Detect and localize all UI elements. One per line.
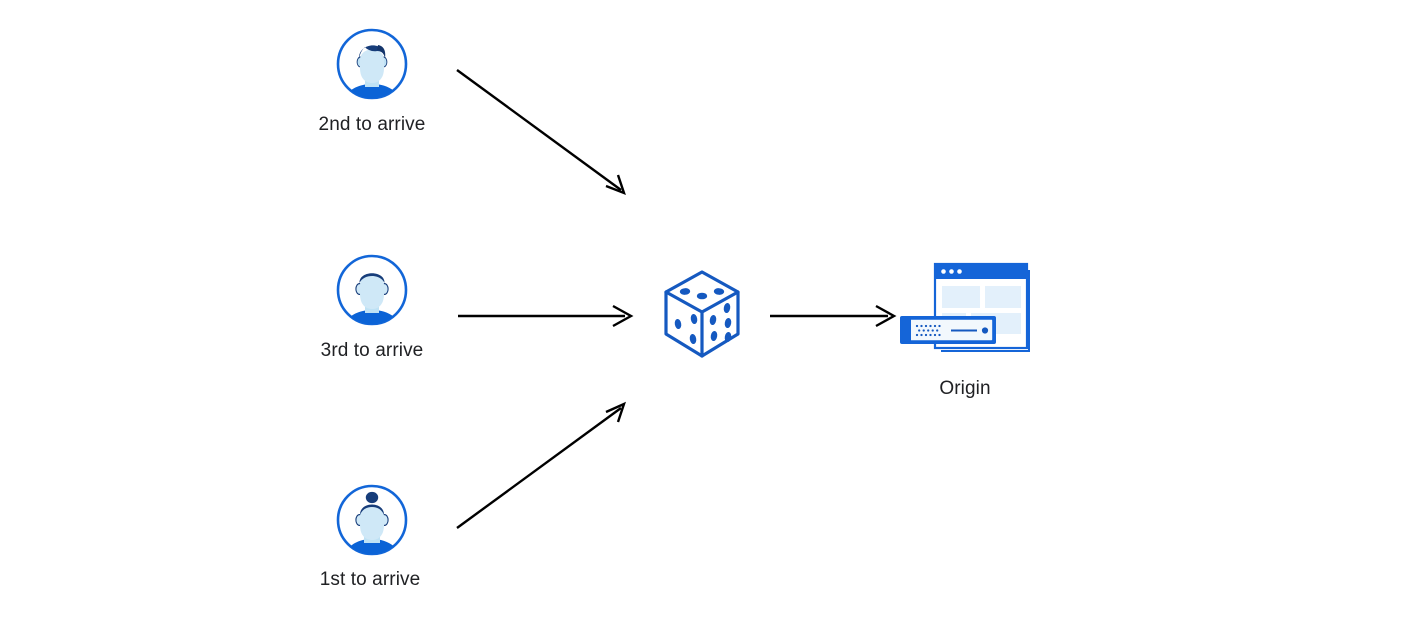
- server-led-grid: [915, 324, 941, 337]
- node-label-client-3rd: 3rd to arrive: [320, 340, 424, 361]
- node-label-origin: Origin: [939, 378, 991, 399]
- dice-right-pips: [709, 302, 732, 343]
- node-label-client-2nd: 2nd to arrive: [318, 114, 426, 135]
- edge-dice-to-origin: [770, 304, 897, 328]
- server-appliance: [900, 316, 996, 344]
- user-avatar-icon: [334, 482, 410, 558]
- window-dots: [941, 269, 962, 274]
- node-label-client-1st: 1st to arrive: [319, 569, 421, 590]
- dice-icon: [658, 266, 746, 362]
- user-avatar-icon: [334, 252, 410, 328]
- edge-3rd-to-dice: [458, 304, 634, 328]
- edge-1st-to-dice: [456, 401, 626, 529]
- user-avatar-icon: [334, 26, 410, 102]
- origin-server-icon: [895, 256, 1035, 366]
- dice-top-pips: [679, 288, 725, 300]
- dice-left-pips: [674, 313, 698, 345]
